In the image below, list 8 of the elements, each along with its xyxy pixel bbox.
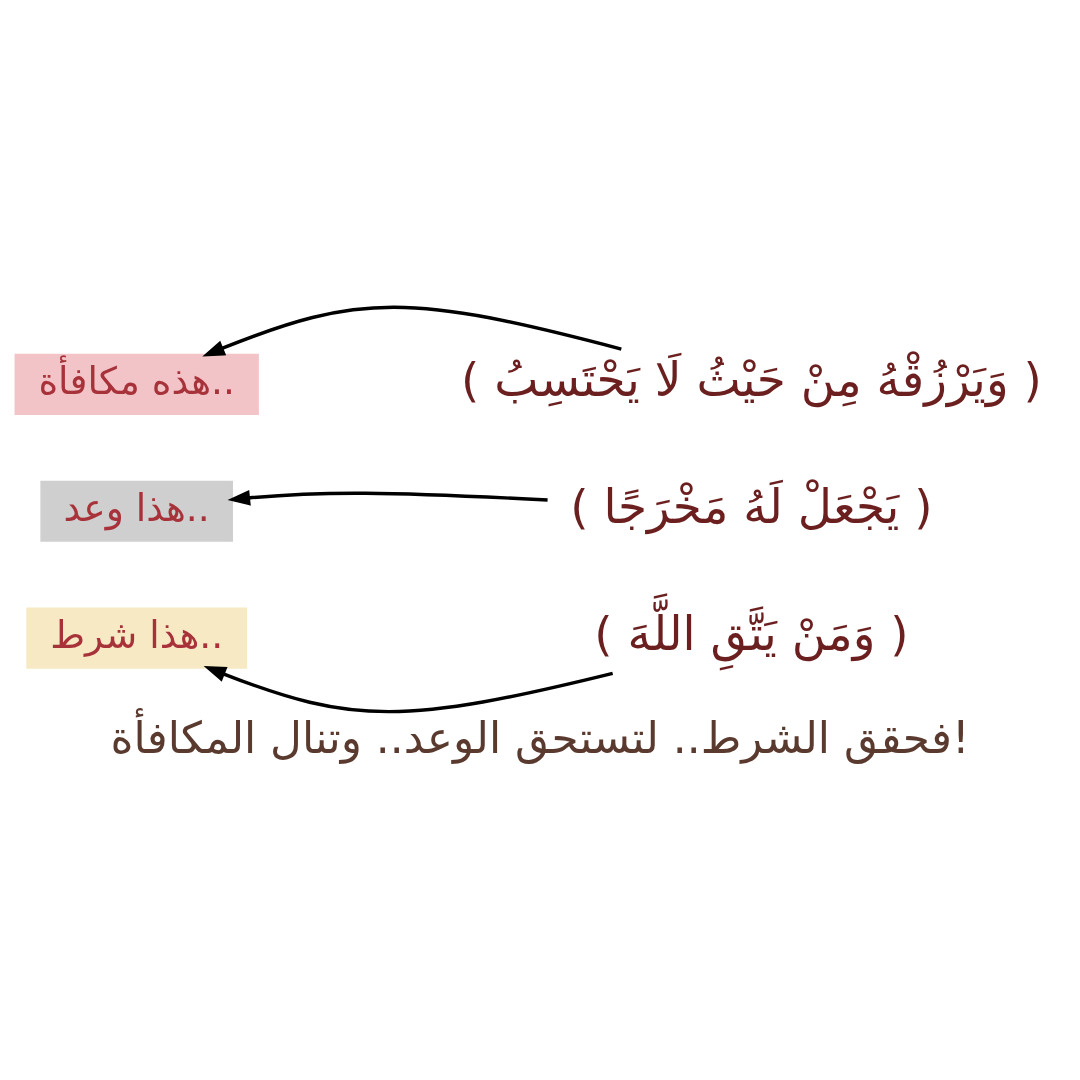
arrow <box>203 665 614 714</box>
arrow <box>227 489 548 506</box>
node-box: هذا شرط.. <box>26 607 248 669</box>
node-box: هذا وعد.. <box>40 480 233 542</box>
arrow <box>202 305 622 357</box>
node-box: هذه مكافأة.. <box>14 353 259 415</box>
node-text: ( وَيَرْزُقْهُ مِنْ حَيْثُ لَا يَحْتَسِبُ ) <box>461 352 1042 408</box>
node-text: ( يَجْعَلْ لَهُ مَخْرَجًا ) <box>570 478 933 534</box>
